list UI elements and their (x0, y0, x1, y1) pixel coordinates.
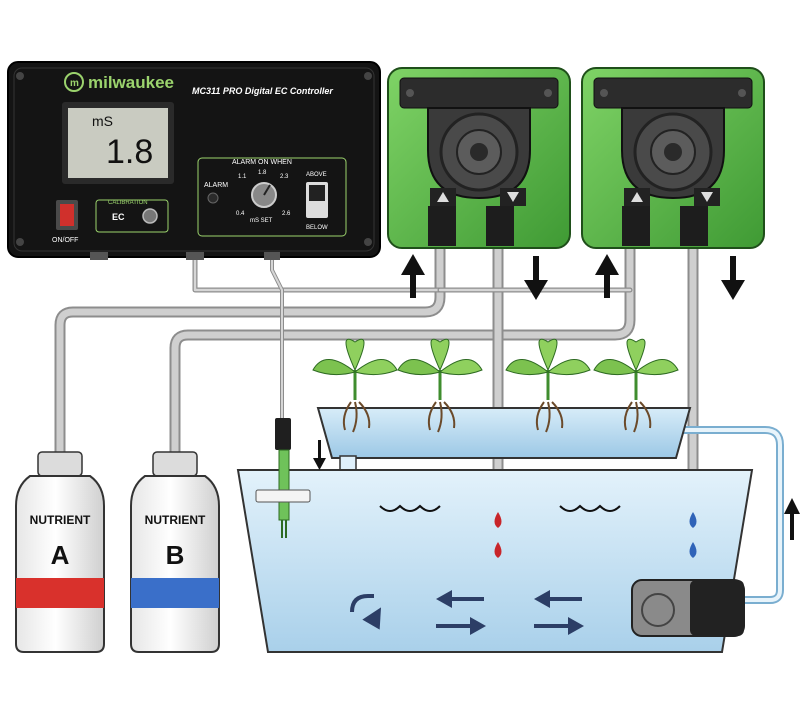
flow-arrow-left-icon (534, 590, 582, 608)
ec-controller: m milwaukee MC311 PRO Digital EC Control… (7, 61, 381, 260)
above-label: ABOVE (306, 172, 327, 178)
brand-name: milwaukee (88, 73, 174, 92)
inlet-arrow-icon (631, 192, 643, 202)
mount-screw-icon (364, 72, 372, 80)
flow-arrows-pumps (401, 254, 745, 300)
dial-tick: 2.6 (282, 211, 291, 217)
bottle-letter: B (166, 540, 185, 570)
outlet-arrow-icon (701, 192, 713, 202)
tubing (54, 229, 784, 604)
bottle-letter: A (51, 540, 70, 570)
water-drop-icon (689, 542, 697, 558)
below-label: BELOW (306, 225, 328, 231)
flow-arrow-up-icon (401, 254, 425, 298)
mount-screw-icon (16, 72, 24, 80)
plant-icon (505, 338, 591, 433)
calibration-mode: EC (112, 212, 125, 222)
water-drop-icon (494, 542, 502, 558)
above-below-switch[interactable] (309, 185, 325, 201)
screw-icon (600, 89, 608, 97)
water-drop-icon (689, 512, 697, 528)
reservoir-tank (236, 469, 754, 653)
alarm-title: ALARM ON WHEN (232, 159, 292, 166)
plant-icon (312, 338, 398, 433)
outlet-arrow-icon (507, 192, 519, 202)
nutrient-bottle-b: NUTRIENT B (130, 451, 220, 653)
dial-tick: 1.8 (258, 170, 267, 176)
bottle-label: NUTRIENT (145, 513, 206, 527)
inlet-arrow-icon (437, 192, 449, 202)
wave-icon (559, 504, 621, 512)
nutrient-bottle-a: NUTRIENT A (15, 451, 105, 653)
mount-screw-icon (16, 238, 24, 246)
dosing-pump-1 (387, 67, 571, 249)
svg-text:m: m (70, 78, 79, 89)
power-switch[interactable] (60, 204, 74, 226)
drain-arrow-down-icon (313, 440, 326, 470)
model-name: MC311 PRO Digital EC Controller (192, 86, 333, 96)
alarm-label: ALARM (204, 182, 228, 189)
calibration-knob[interactable] (142, 208, 158, 224)
flow-arrow-down-icon (524, 256, 548, 300)
wave-icon (379, 504, 441, 512)
screw-icon (544, 89, 552, 97)
flow-arrow-down-icon (721, 256, 745, 300)
water-drop-icon (494, 512, 502, 528)
grow-tray (316, 407, 692, 491)
plant-icon (593, 338, 679, 433)
brand-logo-icon (64, 72, 84, 92)
lcd-unit: mS (92, 113, 113, 129)
lcd-reading: 1.8 (106, 133, 153, 171)
screw-icon (738, 89, 746, 97)
screw-icon (406, 89, 414, 97)
flow-arrow-up-icon (595, 254, 619, 298)
submersible-pump (631, 579, 745, 637)
dial-tick: 2.3 (280, 174, 289, 180)
bottle-band (16, 578, 104, 608)
bottle-band (131, 578, 219, 608)
ec-probe (255, 418, 311, 538)
alarm-led-icon (207, 192, 219, 204)
lcd-display (68, 108, 168, 178)
dosing-pump-2 (581, 67, 765, 249)
power-label: ON/OFF (52, 237, 78, 244)
return-arrow-up-icon (784, 498, 800, 540)
dial-tick: 0.4 (236, 211, 245, 217)
flow-arrow-left-icon (436, 590, 484, 608)
dial-tick: 1.1 (238, 174, 247, 180)
mount-screw-icon (364, 238, 372, 246)
flow-arrow-right-icon (436, 617, 486, 635)
plants (312, 338, 679, 433)
calibration-label: CALIBRATION (108, 200, 148, 206)
flow-arrow-right-icon (534, 617, 584, 635)
plant-icon (397, 338, 483, 433)
dial-label: mS SET (250, 218, 273, 224)
circulation-arrow-icon (350, 594, 374, 613)
bottle-label: NUTRIENT (30, 513, 91, 527)
